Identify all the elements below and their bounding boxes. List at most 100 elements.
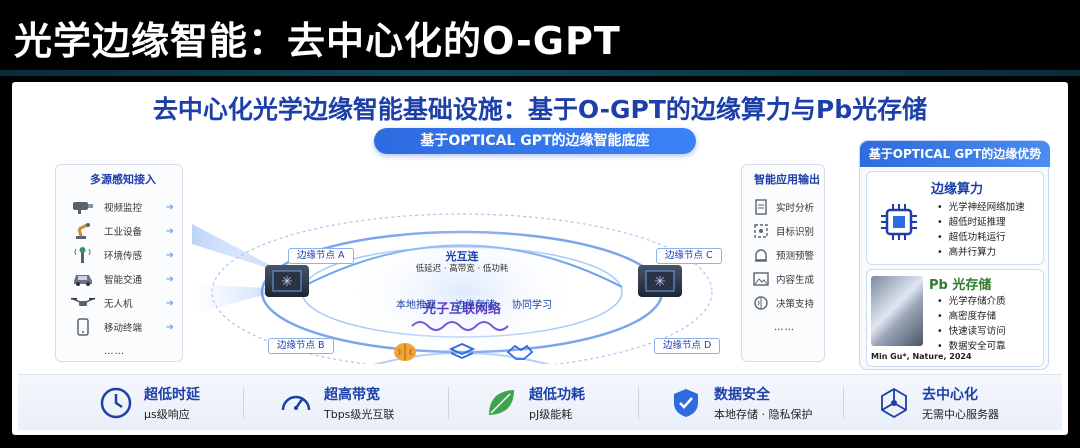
document-icon bbox=[752, 198, 770, 216]
compute-bullet: 超低时延推理 bbox=[937, 215, 1025, 230]
feature-desc: µs级响应 bbox=[144, 408, 190, 421]
network-graphic: ✳ ✳ ✳ ✳ bbox=[192, 213, 713, 364]
clock-icon bbox=[98, 385, 134, 421]
handshake-icon bbox=[506, 342, 534, 366]
interconnect-detail: 低延迟 · 高带宽 · 低功耗 bbox=[415, 264, 509, 274]
diagram-panel: 去中心化光学边缘智能基础设施：基于O-GPT的边缘算力与Pb光存储 基于OPTI… bbox=[12, 82, 1068, 435]
input-item-label: 工业设备 bbox=[104, 227, 143, 238]
target-icon bbox=[752, 222, 770, 240]
robot-arm-icon bbox=[70, 222, 96, 240]
input-item-label: 无人机 bbox=[104, 299, 133, 310]
feature-item: 超低功耗 pJ级能耗 bbox=[483, 375, 585, 431]
output-item: 决策支持 bbox=[742, 291, 824, 315]
feature-name: 超低时延 bbox=[144, 387, 200, 403]
citation: Min Gu*, Nature, 2024 bbox=[871, 352, 972, 361]
feature-name: 超低功耗 bbox=[529, 387, 585, 403]
input-item-label: 视频监控 bbox=[104, 203, 143, 214]
camera-icon bbox=[70, 198, 96, 216]
divider bbox=[638, 387, 639, 419]
title-divider bbox=[0, 70, 1080, 76]
optical-storage-title: Pb 光存储 bbox=[929, 278, 992, 293]
output-item: 实时分析 bbox=[742, 195, 824, 219]
network-diagram: ✳ ✳ ✳ ✳ 边缘节点 A 边缘节点 C 光互连 低延迟 · 高带宽 · 低功… bbox=[192, 164, 732, 364]
input-item-label: 智能交通 bbox=[104, 275, 143, 286]
optical-storage-block: Pb 光存储 光学存储介质 高密度存储 快速读写访问 数据安全可靠 Min Gu… bbox=[866, 269, 1044, 367]
compute-bullet: 光学神经网络加速 bbox=[937, 200, 1025, 215]
output-panel: 智能应用输出 实时分析 目标识别 预测预警 内容生成 决策支持 …… bbox=[741, 164, 825, 362]
divider bbox=[843, 387, 844, 419]
arrow-icon: ➜ bbox=[165, 249, 174, 261]
arrow-icon: ➜ bbox=[165, 201, 174, 213]
input-item: 无人机 ➜ bbox=[56, 291, 182, 315]
divider bbox=[448, 387, 449, 419]
input-item: 移动终端 ➜ bbox=[56, 315, 182, 339]
arrow-icon: ➜ bbox=[165, 225, 174, 237]
network-item-label: 边缘存储 bbox=[455, 300, 495, 311]
optical-disc-image bbox=[871, 276, 923, 346]
feature-desc: 本地存储 · 隐私保护 bbox=[714, 408, 813, 421]
node-label-b: 边缘节点 B bbox=[268, 338, 334, 354]
arrow-icon: ➜ bbox=[165, 273, 174, 285]
feature-item: 数据安全 本地存储 · 隐私保护 bbox=[668, 375, 813, 431]
input-item: 视频监控 ➜ bbox=[56, 195, 182, 219]
feature-desc: 无需中心服务器 bbox=[922, 408, 999, 421]
feature-item: 去中心化 无需中心服务器 bbox=[876, 375, 999, 431]
alarm-icon bbox=[752, 246, 770, 264]
diagram-subtitle: 基于OPTICAL GPT的边缘智能底座 bbox=[374, 128, 696, 154]
shield-icon bbox=[668, 385, 704, 421]
network-icon bbox=[876, 385, 912, 421]
feature-desc: pJ级能耗 bbox=[529, 408, 573, 421]
output-panel-heading: 智能应用输出 bbox=[754, 173, 820, 186]
speedometer-icon bbox=[278, 385, 314, 421]
leaf-icon bbox=[483, 385, 519, 421]
arrow-icon: ➜ bbox=[165, 297, 174, 309]
output-item-label: 目标识别 bbox=[776, 227, 815, 238]
input-item: 工业设备 ➜ bbox=[56, 219, 182, 243]
divider bbox=[243, 387, 244, 419]
input-more: …… bbox=[104, 345, 125, 357]
edge-compute-title: 边缘算力 bbox=[931, 182, 984, 197]
storage-bullet: 数据安全可靠 bbox=[937, 339, 1006, 354]
feature-item: 超高带宽 Tbps级光互联 bbox=[278, 375, 394, 431]
node-label-d: 边缘节点 D bbox=[654, 338, 721, 354]
feature-desc: Tbps级光互联 bbox=[324, 408, 395, 421]
feature-name: 超高带宽 bbox=[324, 387, 380, 403]
node-label-c: 边缘节点 C bbox=[656, 248, 722, 264]
phone-icon bbox=[70, 318, 96, 336]
node-label-a: 边缘节点 A bbox=[288, 248, 354, 264]
layers-icon bbox=[448, 342, 476, 366]
compute-bullet: 高并行算力 bbox=[937, 245, 1025, 260]
storage-bullet: 快速读写访问 bbox=[937, 324, 1006, 339]
input-item-label: 移动终端 bbox=[104, 323, 143, 334]
image-icon bbox=[752, 270, 770, 288]
output-item-label: 预测预警 bbox=[776, 251, 815, 262]
advantages-panel: 基于OPTICAL GPT的边缘优势 边缘算力 光学神经网络加速 超低时延推理 … bbox=[859, 140, 1050, 370]
interconnect-title: 光互连 bbox=[445, 250, 479, 263]
feature-name: 数据安全 bbox=[714, 387, 770, 403]
svg-text:✳: ✳ bbox=[281, 274, 293, 290]
drone-icon bbox=[70, 294, 96, 312]
car-icon bbox=[70, 270, 96, 288]
output-item: 目标识别 bbox=[742, 219, 824, 243]
brain-icon bbox=[392, 342, 418, 366]
network-title: 光子互联网络 bbox=[422, 302, 501, 317]
output-item-label: 实时分析 bbox=[776, 203, 815, 214]
arrow-icon: ➜ bbox=[165, 321, 174, 333]
output-item: 内容生成 bbox=[742, 267, 824, 291]
output-more: …… bbox=[774, 321, 795, 333]
input-item: 环境传感 ➜ bbox=[56, 243, 182, 267]
input-panel-heading: 多源感知接入 bbox=[90, 173, 156, 186]
network-item-label: 本地推理 bbox=[396, 300, 436, 311]
edge-compute-block: 边缘算力 光学神经网络加速 超低时延推理 超低功耗运行 高并行算力 bbox=[866, 171, 1044, 265]
svg-text:✳: ✳ bbox=[654, 274, 666, 290]
input-item-label: 环境传感 bbox=[104, 251, 143, 262]
output-item-label: 内容生成 bbox=[776, 275, 815, 286]
advantages-heading: 基于OPTICAL GPT的边缘优势 bbox=[860, 141, 1050, 167]
chip-icon bbox=[879, 202, 919, 246]
sensor-icon bbox=[70, 246, 96, 264]
output-item: 预测预警 bbox=[742, 243, 824, 267]
storage-bullet: 高密度存储 bbox=[937, 309, 1006, 324]
output-item-label: 决策支持 bbox=[776, 299, 815, 310]
feature-item: 超低时延 µs级响应 bbox=[98, 375, 200, 431]
network-item-label: 协同学习 bbox=[512, 300, 552, 311]
